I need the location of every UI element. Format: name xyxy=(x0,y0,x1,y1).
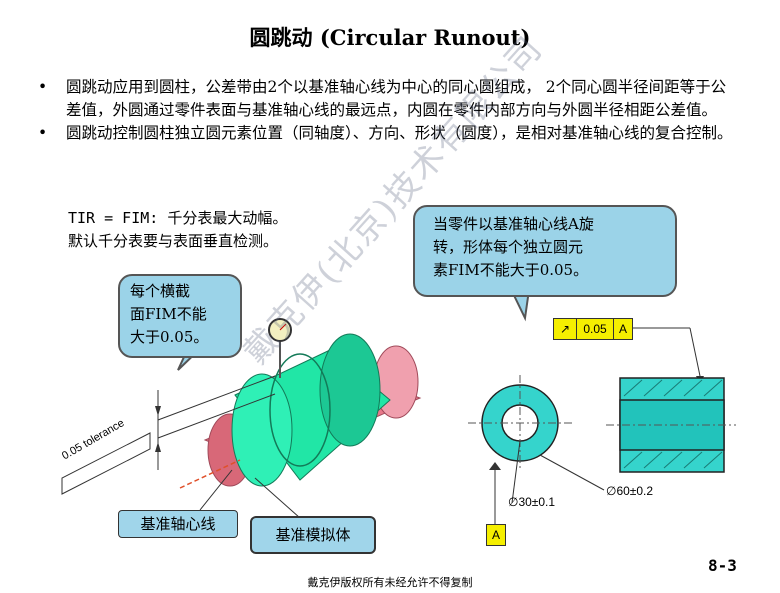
callout-left-line-3: 大于0.05。 xyxy=(130,328,209,346)
datum-feature-symbol: A xyxy=(486,524,506,546)
tir-note: TIR = FIM: 千分表最大动幅。 默认千分表要与表面垂直检测。 xyxy=(68,207,287,253)
bullet-dot: • xyxy=(38,78,48,96)
part-body-3d xyxy=(231,333,391,487)
label-datum-simulator: 基准模拟体 xyxy=(250,516,376,554)
label-datum-axis: 基准轴心线 xyxy=(118,510,238,538)
page-title: 圆跳动 (Circular Runout) xyxy=(249,25,531,50)
section-rect-view xyxy=(606,377,736,473)
tir-line-1: TIR = FIM: 千分表最大动幅。 xyxy=(68,209,288,227)
section-circle-view xyxy=(468,327,704,524)
runout-symbol-icon: ↗ xyxy=(554,319,577,339)
dim-inner-diameter: ∅30±0.1 xyxy=(508,495,556,509)
datum-sim-leader xyxy=(254,477,301,519)
tir-line-2: 默认千分表要与表面垂直检测。 xyxy=(68,232,279,250)
fcf-tolerance: 0.05 xyxy=(577,319,614,339)
dim-outer-diameter: ∅60±0.2 xyxy=(606,484,654,498)
bullet-item: • 圆跳动应用到圆柱，公差带由2个以基准轴心线为中心的同心圆组成， 2个同心圆半… xyxy=(38,76,738,122)
bullet-list: • 圆跳动应用到圆柱，公差带由2个以基准轴心线为中心的同心圆组成， 2个同心圆半… xyxy=(38,76,738,145)
callout-right-line-1: 当零件以基准轴心线A旋 xyxy=(433,215,594,233)
callout-cross-section: 每个横截 面FIM不能 大于0.05。 xyxy=(118,274,242,358)
datum-axis-line xyxy=(179,459,241,489)
bullet-item: • 圆跳动控制圆柱独立圆元素位置（同轴度）、方向、形状（圆度），是相对基准轴心线… xyxy=(38,122,738,145)
bullet-text: 圆跳动应用到圆柱，公差带由2个以基准轴心线为中心的同心圆组成， 2个同心圆半径间… xyxy=(66,78,727,119)
copyright-footer: 戴克伊版权所有未经允许不得复制 xyxy=(307,576,473,589)
fcf-datum: A xyxy=(618,322,627,336)
callout-left-line-2: 面FIM不能 xyxy=(130,305,207,323)
callout-rotation: 当零件以基准轴心线A旋 转，形体每个独立圆元 素FIM不能大于0.05。 xyxy=(413,205,677,297)
tolerance-indicator xyxy=(61,375,276,495)
bullet-text: 圆跳动控制圆柱独立圆元素位置（同轴度）、方向、形状（圆度），是相对基准轴心线的复… xyxy=(66,124,733,142)
callout-right-line-2: 转，形体每个独立圆元 xyxy=(433,238,584,256)
dial-indicator xyxy=(268,318,292,378)
bullet-dot: • xyxy=(38,124,48,142)
datum-axis-leader xyxy=(199,469,233,511)
callout-right-line-3: 素FIM不能大于0.05。 xyxy=(433,261,589,279)
page-number: 8-3 xyxy=(708,556,737,575)
callout-left-line-1: 每个横截 xyxy=(130,282,191,300)
feature-control-frame: ↗ 0.05 A xyxy=(553,318,633,340)
